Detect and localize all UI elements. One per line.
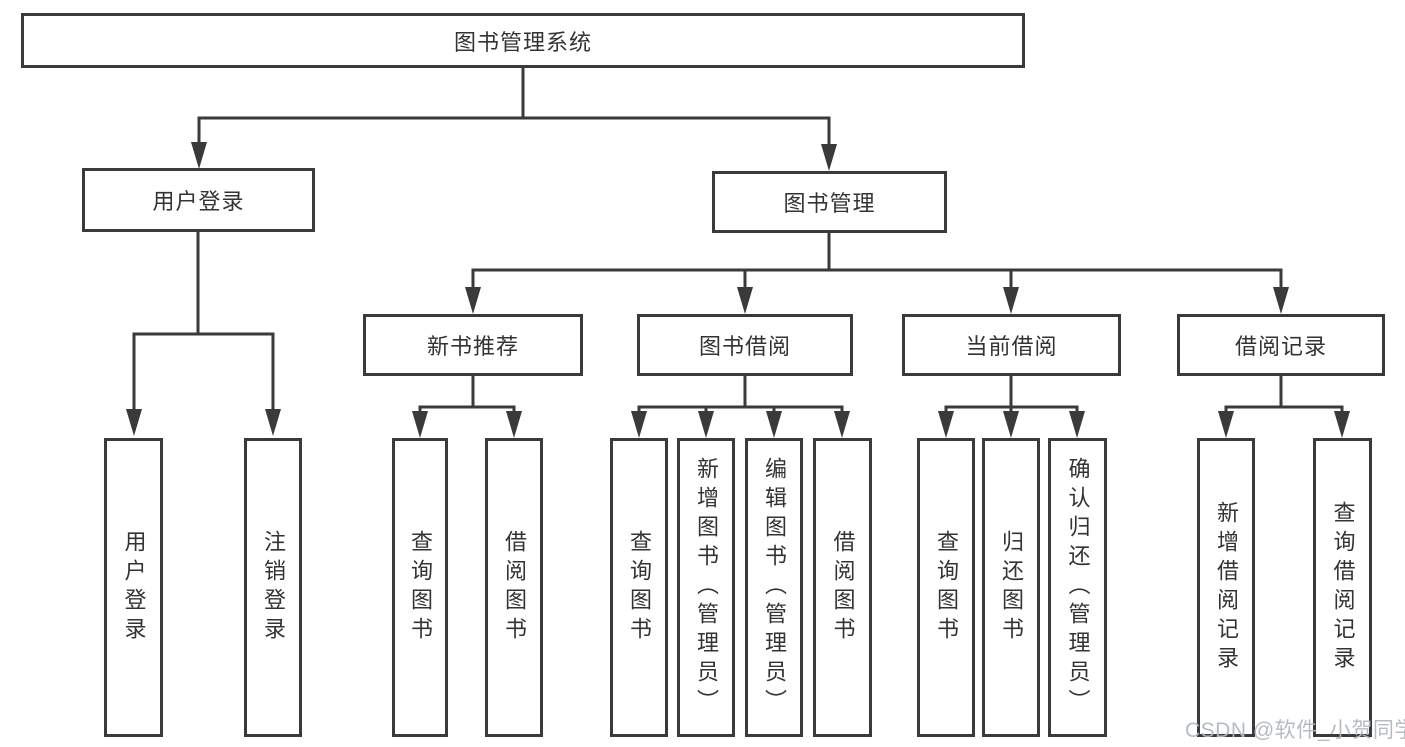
node-user-login: 用户登录 — [82, 168, 315, 232]
leaf-borrow-books: 借阅图书 — [813, 438, 872, 737]
connector-current-borrowing-to-leaves — [938, 376, 1085, 438]
node-label: 编辑图书（管理员） — [762, 457, 787, 718]
node-label: 查询图书 — [934, 529, 959, 646]
node-label: 借阅图书 — [502, 529, 527, 646]
connector-user-login-to-leaves — [126, 232, 281, 436]
node-library-management-system: 图书管理系统 — [21, 13, 1025, 68]
node-label: 用户登录 — [121, 529, 147, 646]
leaf-edit-books-admin: 编辑图书（管理员） — [745, 438, 803, 737]
node-label: 借阅记录 — [1234, 334, 1327, 359]
connector-borrowing-records-to-leaves — [1218, 376, 1350, 438]
node-label: 归还图书 — [999, 529, 1024, 646]
leaf-borrow-books: 借阅图书 — [485, 438, 543, 737]
leaf-query-borrow-record: 查询借阅记录 — [1313, 438, 1372, 737]
leaf-query-books: 查询图书 — [917, 438, 975, 737]
node-book-borrowing: 图书借阅 — [637, 314, 853, 376]
node-new-book-recommend: 新书推荐 — [363, 314, 583, 376]
node-label: 图书借阅 — [698, 334, 791, 359]
node-label: 查询图书 — [627, 529, 652, 646]
connector-book-borrowing-to-leaves — [631, 376, 850, 438]
connector-new-book-recommend-to-leaves — [412, 376, 522, 438]
node-label: 新书推荐 — [426, 334, 519, 359]
node-book-management: 图书管理 — [712, 171, 947, 233]
node-label: 图书管理系统 — [453, 29, 592, 55]
leaf-return-books: 归还图书 — [982, 438, 1040, 737]
node-borrowing-records: 借阅记录 — [1177, 314, 1385, 376]
node-label: 查询借阅记录 — [1330, 500, 1356, 675]
node-label: 新增图书（管理员） — [694, 457, 719, 718]
node-label: 图书管理 — [783, 191, 876, 216]
node-label: 新增借阅记录 — [1214, 500, 1239, 675]
csdn-watermark: CSDN @软件_小贺同学 — [1185, 719, 1405, 742]
leaf-user-login: 用户登录 — [104, 438, 163, 737]
leaf-query-books: 查询图书 — [610, 438, 668, 737]
leaf-confirm-return-admin: 确认归还（管理员） — [1048, 438, 1107, 737]
leaf-query-books: 查询图书 — [392, 438, 448, 737]
node-label: 查询图书 — [408, 529, 433, 646]
node-label: 当前借阅 — [965, 334, 1058, 359]
node-label: 确认归还（管理员） — [1065, 457, 1091, 718]
node-current-borrowing: 当前借阅 — [902, 314, 1121, 376]
node-label: 注销登录 — [261, 529, 286, 646]
connector-root-to-level2 — [191, 68, 837, 171]
leaf-add-books-admin: 新增图书（管理员） — [677, 438, 735, 737]
node-label: 用户登录 — [152, 189, 245, 214]
leaf-add-borrow-record: 新增借阅记录 — [1197, 438, 1255, 737]
node-label: 借阅图书 — [830, 529, 856, 646]
leaf-logout: 注销登录 — [244, 438, 302, 737]
connector-book-management-to-level3 — [465, 233, 1289, 314]
